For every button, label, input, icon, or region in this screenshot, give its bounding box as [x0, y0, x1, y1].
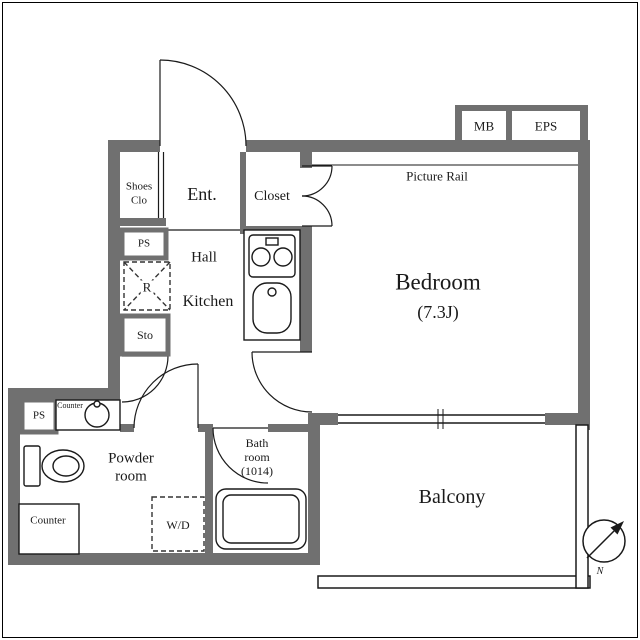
bath-door-arc [212, 427, 269, 484]
wall-segment [240, 152, 246, 232]
label-shoes-closet: Clo [131, 194, 147, 207]
label-storage: Sto [136, 328, 154, 342]
washer-dryer-space [151, 496, 205, 552]
label-shoes-closet: Shoes [125, 180, 153, 193]
pipe-space-upper-box [119, 227, 169, 261]
label-powder-room: Powder [108, 450, 154, 467]
stove-burner [251, 247, 271, 267]
wall-segment [308, 425, 320, 565]
label-refrigerator: R [140, 279, 154, 295]
label-eps: EPS [534, 118, 558, 134]
storage-box [119, 313, 171, 357]
wall-segment [120, 218, 166, 226]
label-pipe-space-lower: PS [32, 409, 46, 422]
label-closet: Closet [254, 189, 290, 204]
wall-segment [308, 413, 338, 425]
label-bath-room: Bath [245, 436, 269, 450]
label-entrance: Ent. [187, 184, 217, 204]
counter-corner [18, 503, 80, 555]
wall-segment [205, 424, 213, 553]
kitchen-sink [252, 282, 292, 334]
entrance-door-arc [159, 59, 247, 147]
refrigerator-space [123, 261, 171, 311]
label-picture-rail: Picture Rail [406, 168, 468, 184]
stove-grill [265, 237, 279, 246]
wall-segment [8, 388, 120, 400]
closet-door-arc [301, 195, 333, 227]
kitchen-faucet [267, 287, 277, 297]
wall-segment [300, 152, 312, 168]
compass [582, 519, 626, 563]
wall-segment [108, 140, 160, 152]
wall-segment [578, 140, 590, 430]
mb-eps-unit [455, 105, 588, 146]
openings [312, 164, 578, 429]
label-pipe-space-upper: PS [137, 237, 151, 250]
toilet-tank [23, 445, 41, 487]
label-balcony: Balcony [418, 486, 486, 508]
fixtures [18, 229, 307, 555]
toilet-seat [52, 455, 80, 477]
washbasin-faucet [93, 400, 101, 408]
label-hall: Hall [191, 249, 217, 266]
service-boxes [19, 227, 171, 435]
eps-box [512, 111, 580, 140]
compass-arrow [610, 521, 624, 535]
wall-segment [545, 413, 590, 425]
balcony-railing-right [575, 424, 589, 589]
label-mb: MB [473, 118, 495, 134]
label-bath-room: (1014) [241, 464, 273, 478]
label-kitchen: Kitchen [182, 293, 234, 310]
label-washer-dryer: W/D [166, 518, 190, 532]
wall-segment [300, 226, 312, 352]
bathtub-inner [222, 494, 300, 544]
wall-segment [8, 553, 320, 565]
wall-segment [8, 388, 20, 565]
storage-door-arc [121, 355, 169, 403]
label-bedroom: Bedroom [395, 269, 481, 295]
label-counter-small: Counter [57, 401, 83, 410]
stove-burner [273, 247, 293, 267]
balcony-railing [317, 424, 591, 589]
label-counter-bottom: Counter [30, 514, 66, 527]
label-compass-north: N [596, 566, 604, 577]
label-powder-room: room [115, 468, 147, 485]
closet-door-arc [301, 165, 333, 197]
wall-segment [108, 140, 120, 388]
mb-box [462, 111, 506, 140]
wall-segment [120, 424, 134, 432]
compass-needle [586, 530, 615, 559]
label-bedroom-size: (7.3J) [417, 302, 459, 322]
bedroom-door-arc [251, 351, 313, 413]
balcony-railing-bottom [317, 575, 591, 589]
label-bath-room: room [244, 450, 270, 464]
wall-segment [268, 424, 320, 432]
powder-door-arc [133, 363, 199, 429]
